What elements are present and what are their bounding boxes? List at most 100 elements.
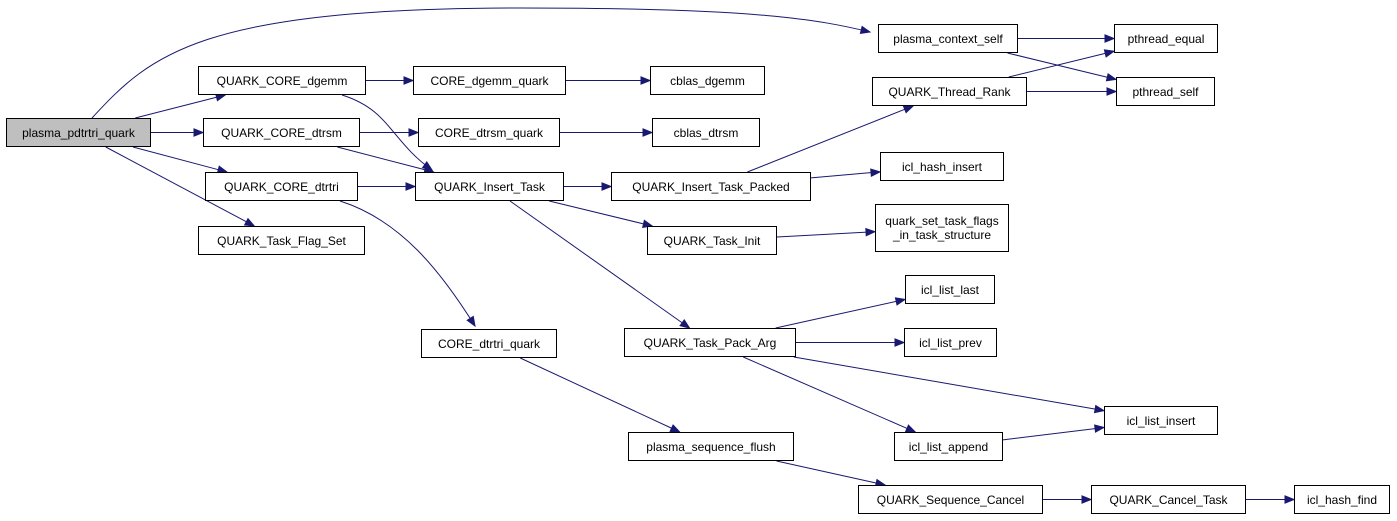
node-label: icl_list_insert — [1126, 413, 1196, 428]
edge-quark-task-pack-arg-to-icl-list-last — [775, 300, 898, 329]
edge-plasma-pdtrtri-quark-to-quark-core-dtrsm-arrow — [193, 128, 205, 137]
node-label: QUARK_Insert_Task — [434, 179, 545, 194]
node-icl-list-append[interactable]: icl_list_append — [894, 432, 1003, 461]
node-icl-list-insert[interactable]: icl_list_insert — [1104, 406, 1218, 435]
node-quark-task-flag-set[interactable]: QUARK_Task_Flag_Set — [198, 226, 365, 255]
edge-quark-core-dtrsm-to-quark-insert-task — [337, 146, 427, 171]
node-quark-task-pack-arg[interactable]: QUARK_Task_Pack_Arg — [624, 328, 796, 357]
node-quark-core-dtrtri[interactable]: QUARK_CORE_dtrtri — [205, 172, 358, 201]
edge-core-dgemm-quark-to-cblas-dgemm-arrow — [640, 76, 652, 85]
edge-plasma-pdtrtri-quark-to-quark-core-dtrtri — [132, 146, 220, 171]
edge-quark-insert-task-packed-to-icl-hash-insert — [810, 172, 873, 179]
node-quark-core-dgemm[interactable]: QUARK_CORE_dgemm — [198, 66, 366, 95]
node-label: CORE_dgemm_quark — [430, 73, 549, 88]
node-quark-set-task-flags-in-task-structure[interactable]: quark_set_task_flags_in_task_structure — [875, 204, 1009, 252]
edge-icl-list-append-to-icl-list-insert-arrow — [1094, 424, 1106, 433]
edge-quark-task-pack-arg-to-icl-list-prev-arrow — [894, 338, 906, 347]
node-label: plasma_pdtrtri_quark — [22, 125, 135, 140]
node-label: plasma_sequence_flush — [646, 439, 776, 454]
node-plasma-context-self[interactable]: plasma_context_self — [878, 24, 1018, 53]
node-label: QUARK_CORE_dtrtri — [224, 179, 339, 194]
edge-core-dtrsm-quark-to-cblas-dtrsm-arrow — [642, 128, 654, 137]
node-cblas-dgemm[interactable]: cblas_dgemm — [650, 66, 765, 95]
node-label: QUARK_Task_Pack_Arg — [643, 335, 777, 350]
node-label: QUARK_Thread_Rank — [888, 84, 1011, 99]
node-label: CORE_dtrtri_quark — [437, 336, 541, 351]
node-pthread-equal[interactable]: pthread_equal — [1114, 24, 1218, 53]
edge-quark-insert-task-packed-to-quark-thread-rank-arrow — [902, 105, 915, 114]
edge-plasma-context-self-to-pthread-equal-arrow — [1104, 34, 1116, 43]
edge-plasma-pdtrtri-quark-to-plasma-context-self — [91, 7, 871, 119]
edge-plasma-sequence-flush-to-quark-sequence-cancel — [776, 460, 878, 484]
edge-core-dtrtri-quark-to-plasma-sequence-flush — [520, 357, 673, 430]
node-label: QUARK_Task_Flag_Set — [217, 233, 346, 248]
edge-quark-thread-rank-to-pthread-self-arrow — [1106, 87, 1118, 96]
edge-plasma-pdtrtri-quark-to-quark-task-flag-set-arrow — [243, 217, 256, 227]
node-quark-core-dtrsm[interactable]: QUARK_CORE_dtrsm — [203, 118, 360, 147]
node-label: plasma_context_self — [893, 31, 1003, 46]
node-plasma-sequence-flush[interactable]: plasma_sequence_flush — [628, 432, 794, 461]
node-label: cblas_dgemm — [670, 73, 745, 88]
node-label: icl_list_prev — [919, 335, 982, 350]
edge-quark-insert-task-packed-to-quark-thread-rank — [747, 108, 906, 173]
edge-quark-task-init-to-quark-set-task-flags-in-task-structure-arrow — [865, 227, 877, 237]
edge-quark-insert-task-to-quark-task-pack-arg — [509, 200, 684, 324]
edge-plasma-context-self-to-pthread-self-arrow — [1105, 72, 1118, 82]
node-label: QUARK_Cancel_Task — [1109, 492, 1228, 507]
edge-quark-core-dtrtri-to-quark-insert-task-arrow — [405, 182, 417, 191]
node-core-dtrtri-quark[interactable]: CORE_dtrtri_quark — [421, 329, 557, 358]
node-icl-list-last[interactable]: icl_list_last — [905, 275, 995, 304]
node-cblas-dtrsm[interactable]: cblas_dtrsm — [652, 118, 760, 147]
node-quark-sequence-cancel[interactable]: QUARK_Sequence_Cancel — [858, 485, 1043, 514]
node-icl-list-prev[interactable]: icl_list_prev — [904, 328, 997, 357]
node-label: QUARK_CORE_dtrsm — [221, 125, 342, 140]
node-label: pthread_self — [1132, 84, 1199, 99]
node-label: icl_list_append — [908, 439, 989, 454]
node-label: QUARK_CORE_dgemm — [216, 73, 348, 88]
node-quark-thread-rank[interactable]: QUARK_Thread_Rank — [872, 77, 1027, 106]
edge-quark-task-pack-arg-to-icl-list-append-arrow — [904, 424, 917, 433]
node-core-dgemm-quark[interactable]: CORE_dgemm_quark — [413, 66, 566, 95]
edge-quark-task-pack-arg-to-icl-list-insert-arrow — [1093, 404, 1106, 414]
node-label: QUARK_Sequence_Cancel — [876, 492, 1025, 507]
node-quark-task-init[interactable]: QUARK_Task_Init — [647, 226, 777, 255]
edge-quark-thread-rank-to-pthread-equal-arrow — [1103, 49, 1116, 58]
edge-quark-thread-rank-to-pthread-equal — [1008, 52, 1107, 78]
edge-quark-core-dtrsm-to-core-dtrsm-quark-arrow — [408, 128, 420, 137]
edge-quark-insert-task-to-quark-task-pack-arg-arrow — [679, 318, 691, 329]
node-label: CORE_dtrsm_quark — [434, 125, 544, 140]
node-pthread-self[interactable]: pthread_self — [1116, 77, 1215, 106]
edge-quark-sequence-cancel-to-quark-cancel-task-arrow — [1081, 495, 1093, 504]
node-icl-hash-insert[interactable]: icl_hash_insert — [880, 152, 1004, 181]
node-icl-hash-find[interactable]: icl_hash_find — [1294, 485, 1390, 514]
edge-quark-insert-task-to-quark-task-init — [549, 200, 645, 225]
node-label: icl_hash_find — [1306, 492, 1378, 507]
node-label: icl_hash_insert — [901, 159, 983, 174]
node-label-line-2: _in_task_structure — [892, 228, 992, 242]
edge-quark-core-dgemm-to-core-dgemm-quark-arrow — [403, 76, 415, 85]
edge-plasma-pdtrtri-quark-to-quark-task-flag-set — [105, 146, 248, 223]
edge-quark-core-dtrtri-to-core-dtrtri-quark-arrow — [466, 315, 476, 328]
node-label: cblas_dtrsm — [673, 125, 739, 140]
node-quark-cancel-task[interactable]: QUARK_Cancel_Task — [1091, 485, 1246, 514]
edge-icl-list-append-to-icl-list-insert — [1002, 427, 1097, 441]
edge-quark-task-pack-arg-to-icl-list-last-arrow — [894, 297, 907, 306]
edge-quark-core-dtrtri-to-core-dtrtri-quark — [339, 200, 476, 327]
node-label: QUARK_Insert_Task_Packed — [632, 179, 790, 194]
edge-quark-cancel-task-to-icl-hash-find-arrow — [1284, 495, 1296, 504]
node-plasma-pdtrtri-quark: plasma_pdtrtri_quark — [6, 118, 151, 147]
edge-plasma-pdtrtri-quark-to-plasma-context-self-arrow — [859, 25, 872, 35]
node-core-dtrsm-quark[interactable]: CORE_dtrsm_quark — [418, 118, 560, 147]
edge-quark-task-pack-arg-to-icl-list-insert — [793, 356, 1097, 410]
node-label: icl_list_last — [920, 282, 980, 297]
edge-quark-insert-task-packed-to-icl-hash-insert-arrow — [870, 168, 882, 178]
edge-quark-core-dgemm-to-quark-insert-task — [341, 94, 433, 171]
edge-quark-task-init-to-quark-set-task-flags-in-task-structure — [776, 231, 868, 238]
node-quark-insert-task-packed[interactable]: QUARK_Insert_Task_Packed — [611, 172, 811, 201]
edge-quark-task-pack-arg-to-icl-list-append — [743, 356, 909, 430]
node-label-line-1: quark_set_task_flags — [885, 214, 999, 228]
node-label: pthread_equal — [1127, 31, 1205, 46]
node-quark-insert-task[interactable]: QUARK_Insert_Task — [415, 172, 564, 201]
